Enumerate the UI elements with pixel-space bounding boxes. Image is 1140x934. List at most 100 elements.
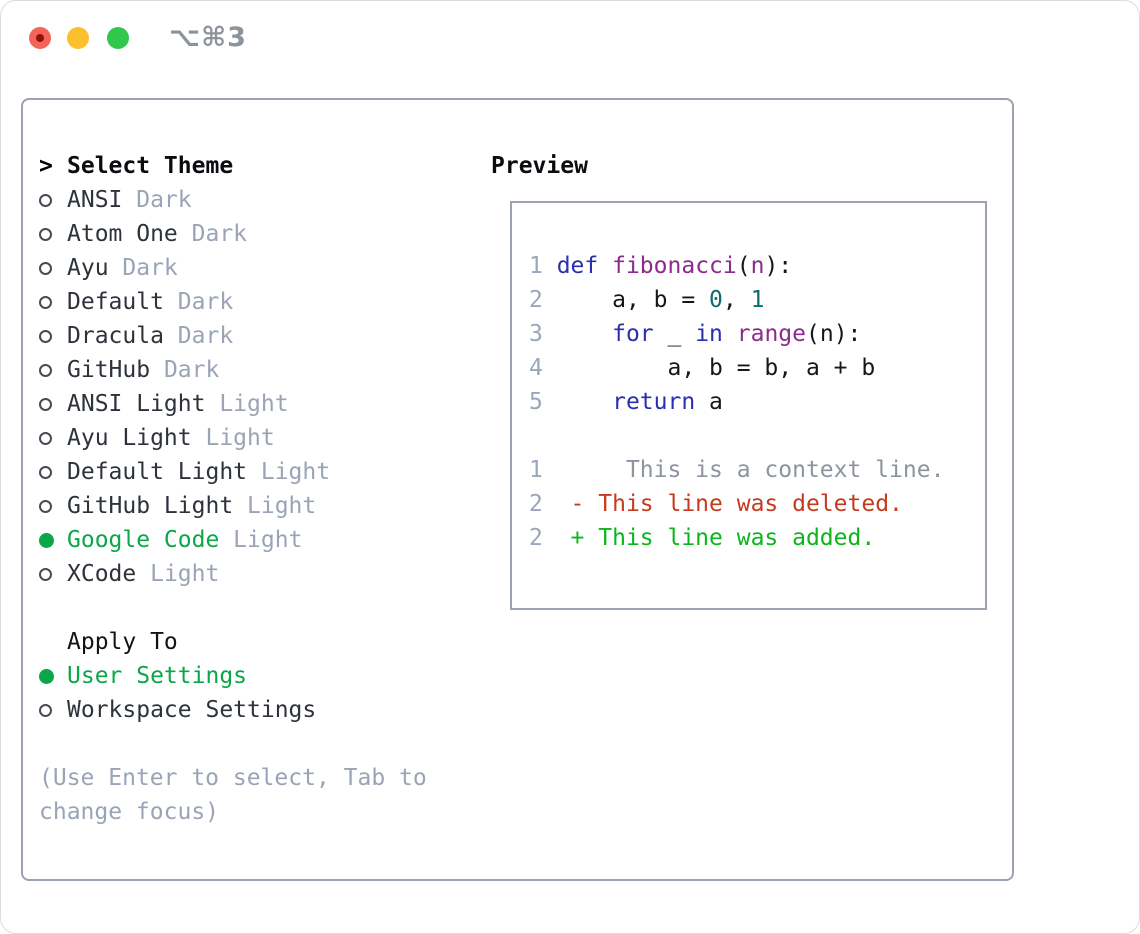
radio-selected-icon bbox=[39, 668, 67, 684]
apply-option-name: User Settings bbox=[67, 663, 248, 689]
code-token: range bbox=[736, 321, 806, 347]
bullet-icon bbox=[39, 465, 52, 479]
theme-variant: Light bbox=[191, 425, 275, 451]
bullet-icon bbox=[39, 703, 52, 717]
radio-icon bbox=[39, 397, 67, 411]
radio-icon bbox=[39, 227, 67, 241]
bullet-icon bbox=[39, 532, 54, 548]
theme-variant: Dark bbox=[108, 255, 178, 281]
radio-icon bbox=[39, 465, 67, 479]
theme-name: ANSI Light bbox=[67, 391, 206, 417]
theme-variant: Light bbox=[205, 391, 289, 417]
bullet-icon bbox=[39, 668, 54, 684]
code-token: a bbox=[695, 389, 723, 415]
code-token: 2 bbox=[529, 287, 557, 313]
theme-name: Ayu bbox=[67, 255, 109, 281]
bullet-icon bbox=[39, 363, 52, 377]
bullet-icon bbox=[39, 193, 52, 207]
hint-text: (Use Enter to select, Tab to change focu… bbox=[39, 765, 427, 825]
radio-icon bbox=[39, 499, 67, 513]
code-token: ( bbox=[736, 253, 751, 279]
spacer bbox=[39, 727, 491, 761]
code-token: 1 bbox=[529, 253, 557, 279]
zoom-button[interactable] bbox=[107, 27, 129, 49]
preview-title: Preview bbox=[491, 153, 588, 179]
theme-option-github-light[interactable]: GitHub Light Light bbox=[39, 489, 491, 523]
radio-selected-icon bbox=[39, 532, 67, 548]
bullet-icon bbox=[39, 431, 52, 445]
code-token: (n): bbox=[806, 321, 862, 347]
code-token bbox=[598, 253, 612, 279]
theme-option-default[interactable]: Default Dark bbox=[39, 285, 491, 319]
theme-name: Google Code bbox=[67, 527, 220, 553]
theme-variant: Dark bbox=[163, 289, 234, 315]
theme-option-atom-one[interactable]: Atom One Dark bbox=[39, 217, 491, 251]
radio-icon bbox=[39, 193, 67, 207]
theme-variant: Light bbox=[219, 527, 303, 553]
theme-variant: Dark bbox=[177, 221, 248, 247]
theme-option-default-light[interactable]: Default Light Light bbox=[39, 455, 491, 489]
code-token: _ bbox=[653, 321, 696, 347]
bullet-icon bbox=[39, 499, 52, 513]
code-token: return bbox=[612, 389, 696, 415]
code-token: n bbox=[750, 253, 765, 279]
theme-variant: Light bbox=[247, 459, 331, 485]
theme-name: Default bbox=[67, 289, 164, 315]
preview-line-9: 2 + This line was added. bbox=[529, 521, 944, 555]
close-button[interactable] bbox=[29, 27, 51, 49]
theme-option-ansi-light[interactable]: ANSI Light Light bbox=[39, 387, 491, 421]
close-dot-icon bbox=[36, 34, 44, 42]
minimize-button[interactable] bbox=[67, 27, 89, 49]
spacer bbox=[39, 591, 491, 625]
code-token: for bbox=[612, 321, 654, 347]
theme-name: Default Light bbox=[67, 459, 248, 485]
bullet-icon bbox=[39, 295, 52, 309]
apply-option-workspace-settings[interactable]: Workspace Settings bbox=[39, 693, 491, 727]
code-token: ): bbox=[764, 253, 793, 279]
select-theme-header: > Select Theme bbox=[39, 149, 491, 183]
code-token: 5 bbox=[529, 389, 557, 415]
theme-variant: Dark bbox=[163, 323, 234, 349]
preview-line-6 bbox=[529, 419, 944, 453]
theme-option-ansi[interactable]: ANSI Dark bbox=[39, 183, 491, 217]
theme-option-ayu-light[interactable]: Ayu Light Light bbox=[39, 421, 491, 455]
theme-name: Ayu Light bbox=[67, 425, 192, 451]
radio-icon bbox=[39, 363, 67, 377]
code-token bbox=[723, 321, 737, 347]
preview-line-4: 4 a, b = b, a + b bbox=[529, 351, 944, 385]
preview-line-5: 5 return a bbox=[529, 385, 944, 419]
theme-name: GitHub bbox=[67, 357, 151, 383]
code-token: , bbox=[722, 287, 751, 313]
theme-option-dracula[interactable]: Dracula Dark bbox=[39, 319, 491, 353]
code-token: 2 bbox=[529, 491, 557, 517]
code-token: 0 bbox=[709, 287, 723, 313]
radio-icon bbox=[39, 703, 67, 717]
code-token: - This line was deleted. bbox=[556, 491, 903, 517]
preview-line-7: 1 This is a context line. bbox=[529, 453, 944, 487]
apply-option-user-settings[interactable]: User Settings bbox=[39, 659, 491, 693]
code-token: def bbox=[556, 253, 599, 279]
radio-icon bbox=[39, 295, 67, 309]
preview-line-2: 2 a, b = 0, 1 bbox=[529, 283, 944, 317]
theme-option-ayu[interactable]: Ayu Dark bbox=[39, 251, 491, 285]
radio-icon bbox=[39, 329, 67, 343]
theme-variant: Dark bbox=[150, 357, 220, 383]
bullet-icon bbox=[39, 227, 52, 241]
code-token: 1 bbox=[529, 457, 557, 483]
preview-line-8: 2 - This line was deleted. bbox=[529, 487, 944, 521]
theme-option-google-code[interactable]: Google Code Light bbox=[39, 523, 491, 557]
theme-variant: Dark bbox=[122, 187, 192, 213]
preview-line-1: 1 def fibonacci(n): bbox=[529, 249, 944, 283]
code-token: in bbox=[695, 321, 723, 347]
radio-icon bbox=[39, 261, 67, 275]
code-token: 3 bbox=[529, 321, 557, 347]
theme-option-github[interactable]: GitHub Dark bbox=[39, 353, 491, 387]
theme-name: Dracula bbox=[67, 323, 164, 349]
theme-option-xcode[interactable]: XCode Light bbox=[39, 557, 491, 591]
